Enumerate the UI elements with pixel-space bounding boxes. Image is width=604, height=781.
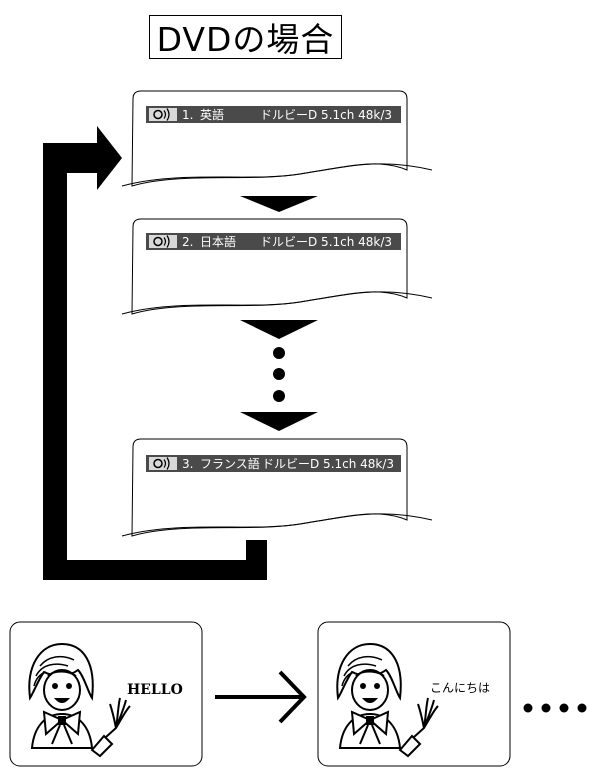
osd-screen-2: 2. 日本語 ドルビーD 5.1ch 48k/3 [121, 218, 433, 315]
osd-language-2: 日本語 [200, 234, 236, 249]
osd-bar-3 [146, 455, 401, 472]
ellipsis-dots-icon [273, 347, 285, 402]
osd-language-3: フランス語 [200, 456, 260, 471]
speech-text-1: HELLO [127, 682, 183, 698]
speech-panel-2: こんにちは [317, 621, 511, 767]
speech-text-2: こんにちは [430, 681, 490, 695]
right-arrow-icon [215, 670, 307, 724]
down-arrow-icon [240, 196, 318, 212]
down-arrow-icon [240, 412, 318, 431]
page-title: DVDの場合 [149, 15, 342, 59]
ellipsis-dots-icon [523, 703, 587, 713]
osd-format-3: ドルビーD 5.1ch 48k/3 [262, 457, 394, 471]
osd-bar-1 [146, 106, 401, 123]
osd-format-2: ドルビーD 5.1ch 48k/3 [260, 235, 392, 249]
down-arrow-icon [240, 320, 318, 339]
osd-screen-1: 1. 英語 ドルビーD 5.1ch 48k/3 [121, 90, 433, 187]
osd-number-3: 3. [182, 457, 193, 471]
osd-format-1: ドルビーD 5.1ch 48k/3 [260, 108, 392, 122]
osd-screen-3: 3. フランス語 ドルビーD 5.1ch 48k/3 [121, 438, 433, 537]
osd-bar-2 [146, 233, 401, 250]
osd-number-1: 1. [182, 108, 193, 122]
loop-arrow-icon [43, 126, 267, 580]
osd-number-2: 2. [182, 235, 193, 249]
speech-panel-1: HELLO [9, 621, 203, 767]
osd-language-1: 英語 [200, 107, 224, 122]
